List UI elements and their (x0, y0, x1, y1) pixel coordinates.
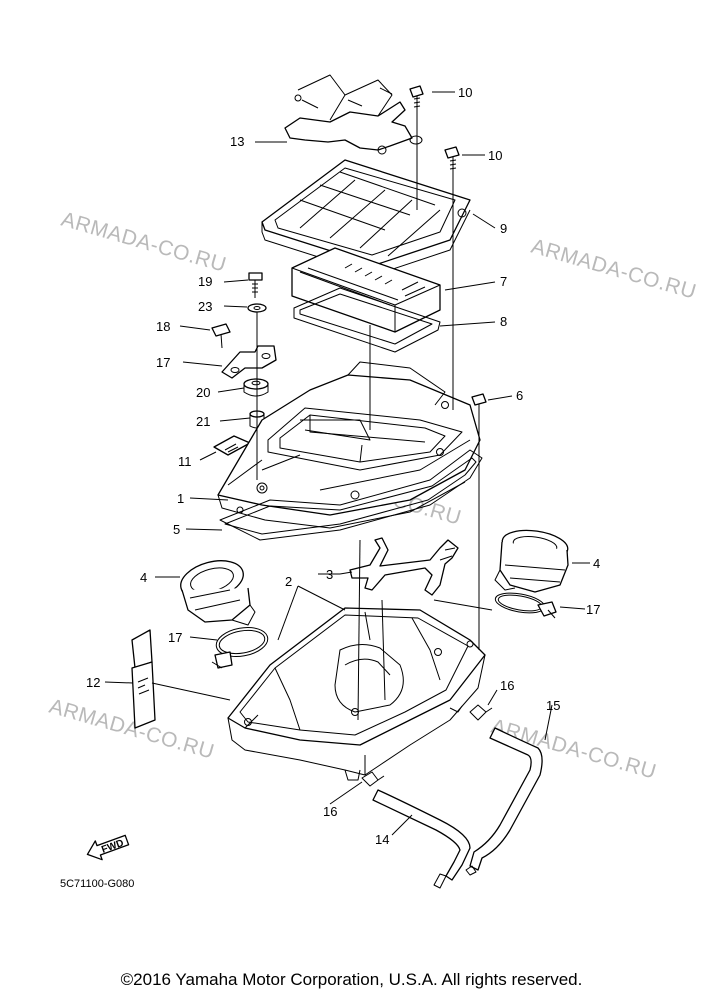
hose-14 (372, 789, 471, 889)
fwd-label: FWD (100, 838, 125, 856)
callout-4-left: 4 (140, 570, 147, 585)
callout-10-lower: 10 (488, 148, 502, 163)
plate-18 (221, 345, 277, 379)
copyright-notice: ©2016 Yamaha Motor Corporation, U.S.A. A… (120, 970, 583, 989)
lower-case-2 (227, 607, 486, 781)
callout-19: 18 (156, 319, 170, 334)
hose-15 (465, 727, 543, 876)
screw-6 (471, 393, 487, 418)
callout-5: 5 (173, 522, 180, 537)
air-filter-7 (291, 247, 441, 333)
callout-21: 20 (196, 385, 210, 400)
callout-9: 9 (500, 221, 507, 236)
callout-17-right: 17 (586, 602, 600, 617)
callout-15: 15 (546, 698, 560, 713)
callout-8: 8 (500, 314, 507, 329)
callout-13: 13 (230, 134, 244, 149)
fwd-arrow: FWD (86, 834, 130, 861)
label-sheet-12 (131, 629, 156, 729)
leader-lines (104, 91, 590, 836)
breather-pipe-3 (349, 537, 459, 596)
watermark: ARMADA-CO.RU (47, 695, 217, 764)
callout-16-right: 16 (500, 678, 514, 693)
callout-16-left: 16 (323, 804, 337, 819)
bracket-13 (284, 74, 413, 155)
callout-1: 1 (177, 491, 184, 506)
callout-3: 3 (326, 567, 333, 582)
alignment-lines (256, 110, 480, 721)
callout-14: 14 (375, 832, 389, 847)
washer-23 (247, 303, 267, 313)
callout-numbers: 10 10 13 9 7 8 6 19 23 18 17 20 21 11 1 … (86, 85, 600, 847)
watermark: ARMADA-CO.RU (59, 208, 229, 277)
cover-9 (261, 159, 471, 276)
bolt-19 (211, 323, 231, 349)
gasket-5 (219, 449, 483, 541)
watermark: ARMADA-CO.RU (529, 235, 699, 304)
callout-2: 2 (285, 574, 292, 589)
joint-4-left (180, 560, 256, 626)
clip-16-left (361, 771, 385, 787)
clamp-17-left (211, 626, 269, 669)
callout-7: 7 (500, 274, 507, 289)
callout-10-top: 10 (458, 85, 472, 100)
callout-4-right: 4 (593, 556, 600, 571)
callout-6: 6 (516, 388, 523, 403)
callout-11: 11 (178, 454, 192, 469)
diagram-code: 5C71100-G080 (60, 878, 134, 890)
screw-20 (248, 272, 263, 298)
callout-22: 21 (196, 414, 210, 429)
callout-20: 19 (198, 274, 212, 289)
callout-17-left: 17 (168, 630, 182, 645)
screw-10-lower (444, 146, 460, 172)
callout-18: 17 (156, 355, 170, 370)
callout-23: 23 (198, 299, 212, 314)
screw-10-top (409, 85, 424, 145)
clip-16-right (469, 704, 493, 721)
grommet-21 (243, 378, 269, 397)
upper-case-1 (217, 360, 481, 529)
callout-12: 12 (86, 675, 100, 690)
joint-4-right (494, 529, 569, 593)
clamp-17-right (494, 592, 557, 619)
gasket-8 (293, 287, 441, 353)
